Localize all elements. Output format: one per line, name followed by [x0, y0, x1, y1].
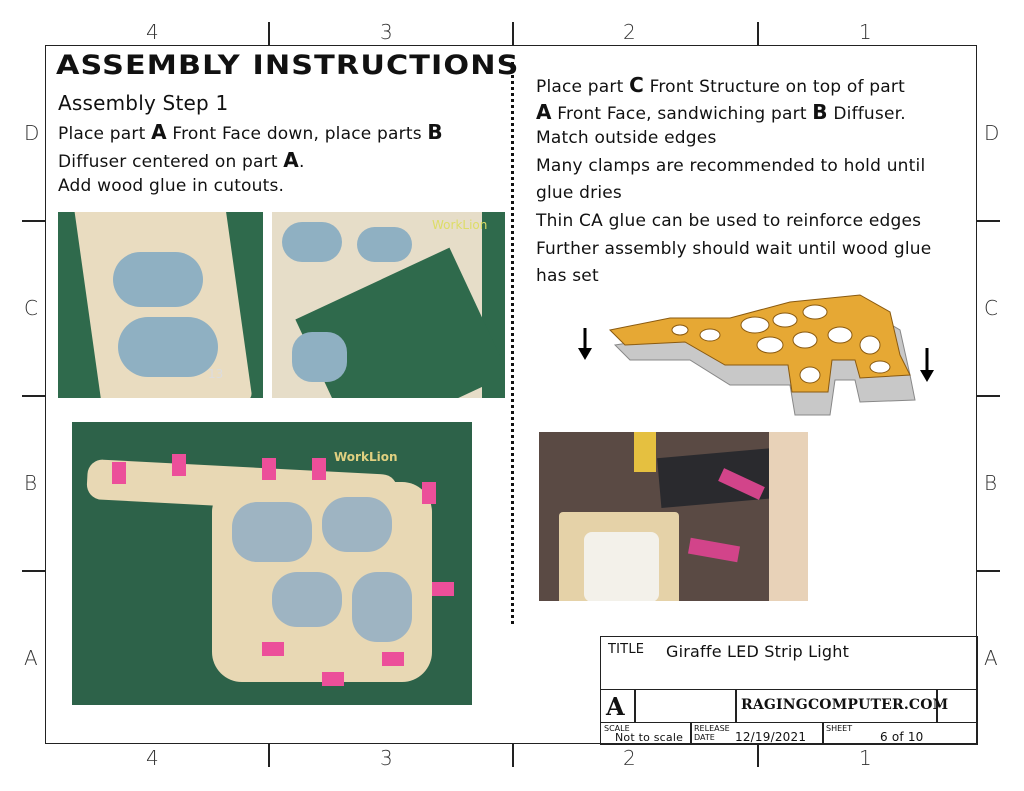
column-divider [511, 62, 514, 624]
company-name: RAGINGCOMPUTER.COM [741, 697, 949, 713]
sheet-size: A [606, 692, 625, 721]
zone-col: 2 [623, 20, 636, 44]
instruction-line: Diffuser centered on part A. [58, 148, 305, 172]
zone-row: B [984, 471, 998, 495]
step-title: Assembly Step 1 [58, 91, 229, 115]
instruction-line: A Front Face, sandwiching part B Diffuse… [536, 100, 906, 124]
instruction-line: Place part A Front Face down, place part… [58, 120, 443, 144]
zone-row: C [24, 296, 38, 320]
instruction-line: Place part C Front Structure on top of p… [536, 73, 905, 97]
exploded-assembly-diagram [578, 294, 934, 416]
zone-col: 1 [859, 746, 872, 770]
zone-col: 1 [859, 20, 872, 44]
zone-col: 3 [380, 746, 393, 770]
instruction-line: Thin CA glue can be used to reinforce ed… [536, 211, 922, 231]
zone-row: A [24, 646, 38, 670]
release-date: 12/19/2021 [735, 730, 807, 744]
down-arrow-icon [578, 328, 592, 360]
instruction-line: Match outside edges [536, 128, 717, 148]
sheet-label: SHEET [826, 724, 853, 733]
page-heading: ASSEMBLY INSTRUCTIONS [56, 50, 520, 81]
instruction-line: Many clamps are recommended to hold unti… [536, 156, 926, 176]
instruction-line: Further assembly should wait until wood … [536, 239, 932, 259]
instruction-line: Add wood glue in cutouts. [58, 176, 285, 196]
zone-col: 2 [623, 746, 636, 770]
zone-row: B [24, 471, 38, 495]
zone-row: A [984, 646, 998, 670]
drawing-title: Giraffe LED Strip Light [666, 642, 850, 661]
photo-ca-glue-clamps [539, 432, 808, 601]
title-block [600, 636, 978, 745]
instruction-line: glue dries [536, 183, 622, 203]
down-arrow-icon [920, 348, 934, 382]
sheet-number: 6 of 10 [880, 730, 924, 744]
instruction-line: has set [536, 266, 599, 286]
photo-glue-closeup-1: 13 [58, 212, 263, 398]
drawing-border [45, 45, 977, 744]
scale-label: SCALE [604, 724, 630, 733]
zone-col: 3 [380, 20, 393, 44]
zone-col: 4 [146, 20, 159, 44]
zone-row: D [24, 121, 40, 145]
release-label: RELEASE [694, 724, 730, 733]
date-label: DATE [694, 733, 715, 742]
scale-value: Not to scale [615, 731, 684, 744]
photo-glue-closeup-2: WorkLion [272, 212, 505, 398]
title-label: TITLE [608, 642, 645, 657]
zone-row: C [984, 296, 998, 320]
photo-clamped-giraffe: WorkLion [72, 422, 472, 705]
zone-row: D [984, 121, 1000, 145]
zone-col: 4 [146, 746, 159, 770]
